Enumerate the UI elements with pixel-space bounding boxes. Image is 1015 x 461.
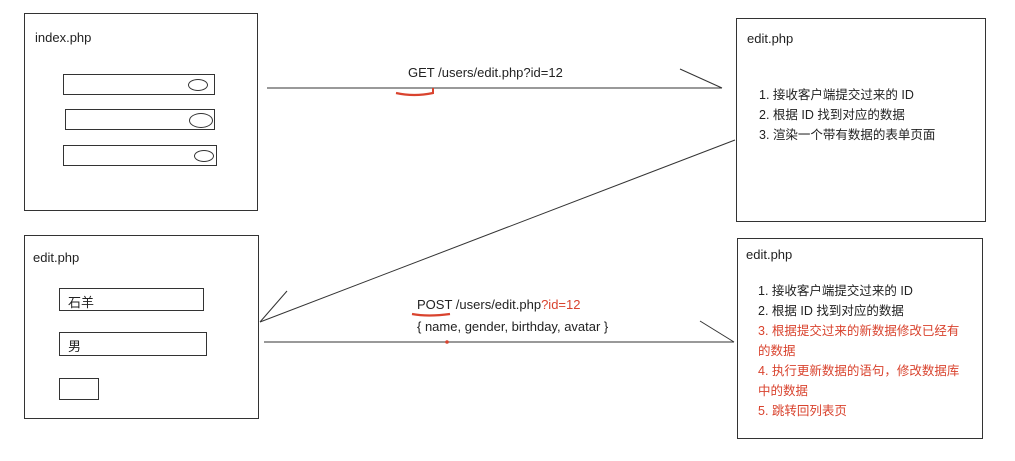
get-arrow-head bbox=[679, 68, 723, 89]
return-arrow-head bbox=[259, 290, 288, 323]
list-row bbox=[65, 109, 215, 130]
edit-link-oval bbox=[189, 113, 213, 128]
name-field: 石羊 bbox=[59, 288, 204, 311]
edit-form-box: edit.php 石羊 男 bbox=[24, 235, 259, 419]
return-arrow-line bbox=[259, 139, 736, 323]
get-underline bbox=[395, 91, 434, 97]
step-item: 2. 根据 ID 找到对应的数据 bbox=[759, 108, 905, 122]
edit-link-oval bbox=[194, 150, 214, 162]
post-path: /users/edit.php bbox=[455, 297, 542, 312]
index-php-title: index.php bbox=[35, 30, 92, 45]
post-request-label: POST /users/edit.php?id=12 bbox=[417, 297, 580, 312]
edit-view-title: edit.php bbox=[747, 31, 794, 46]
edit-update-title: edit.php bbox=[746, 247, 793, 262]
step-item-new: 中的数据 bbox=[758, 384, 809, 398]
post-arrow-dot bbox=[445, 340, 449, 344]
view-steps-list: 1. 接收客户端提交过来的 ID 2. 根据 ID 找到对应的数据 3. 渲染一… bbox=[759, 85, 935, 145]
gender-field-value: 男 bbox=[68, 339, 82, 354]
get-path: /users/edit.php?id=12 bbox=[438, 65, 563, 80]
post-method: POST bbox=[417, 297, 453, 312]
edit-php-view-box: edit.php 1. 接收客户端提交过来的 ID 2. 根据 ID 找到对应的… bbox=[736, 18, 986, 222]
step-item: 1. 接收客户端提交过来的 ID bbox=[758, 284, 913, 298]
post-underline bbox=[411, 312, 451, 317]
name-field-value: 石羊 bbox=[68, 295, 95, 310]
submit-button-sketch bbox=[59, 378, 99, 400]
get-request-label: GET /users/edit.php?id=12 bbox=[408, 65, 563, 80]
step-item: 2. 根据 ID 找到对应的数据 bbox=[758, 304, 904, 318]
step-item-new: 4. 执行更新数据的语句，修改数据库 bbox=[758, 364, 960, 378]
step-item-new: 5. 跳转回列表页 bbox=[758, 404, 847, 418]
update-steps-list: 1. 接收客户端提交过来的 ID 2. 根据 ID 找到对应的数据 3. 根据提… bbox=[758, 281, 959, 421]
get-method: GET bbox=[408, 65, 435, 80]
step-item-new: 3. 根据提交过来的新数据修改已经有 bbox=[758, 324, 960, 338]
gender-field: 男 bbox=[59, 332, 207, 356]
list-row bbox=[63, 145, 217, 166]
step-item: 1. 接收客户端提交过来的 ID bbox=[759, 88, 914, 102]
post-query: ?id=12 bbox=[541, 297, 581, 312]
edit-form-title: edit.php bbox=[33, 250, 80, 265]
step-item: 3. 渲染一个带有数据的表单页面 bbox=[759, 128, 936, 142]
post-arrow-head bbox=[699, 320, 735, 343]
step-item-new: 的数据 bbox=[758, 344, 796, 358]
edit-php-update-box: edit.php 1. 接收客户端提交过来的 ID 2. 根据 ID 找到对应的… bbox=[737, 238, 983, 439]
index-php-box: index.php bbox=[24, 13, 258, 211]
post-body-label: { name, gender, birthday, avatar } bbox=[417, 319, 609, 334]
list-row bbox=[63, 74, 215, 95]
edit-link-oval bbox=[188, 79, 208, 91]
